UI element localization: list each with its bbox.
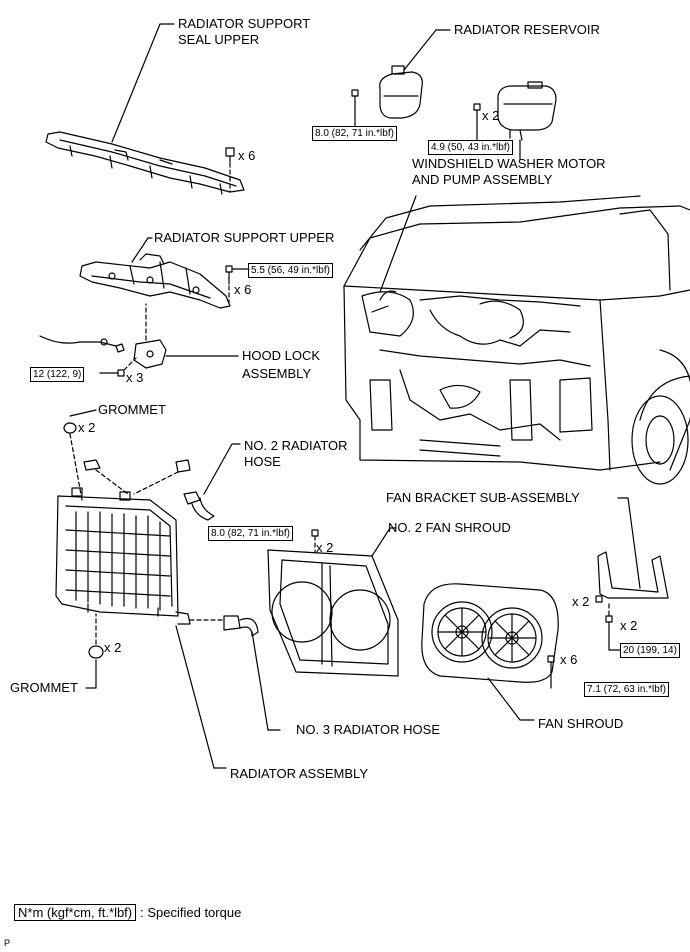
label-hood-lock-line1: HOOD LOCK [242, 348, 321, 363]
label-washer-line2: AND PUMP ASSEMBLY [412, 172, 553, 187]
torque-no2-shroud-bolt: 8.0 (82, 71 in.*lbf) [208, 526, 293, 541]
vehicle-front [343, 195, 690, 485]
fan-shroud [421, 583, 559, 683]
torque-fan-bracket-bolt: 20 (199, 14) [620, 643, 680, 658]
corner-mark: P [4, 938, 11, 948]
no3-radiator-hose [223, 615, 259, 637]
qty-bracket-nuts: x 2 [572, 594, 590, 609]
label-fan-bracket: FAN BRACKET SUB-ASSEMBLY [386, 490, 580, 505]
fan-bracket-sub-assembly [597, 551, 669, 599]
label-no2-hose-line1: NO. 2 RADIATOR [244, 438, 348, 453]
hood-lock-cable [39, 335, 125, 353]
label-seal-upper-line2: SEAL UPPER [178, 32, 260, 47]
legend-unit-box: N*m (kgf*cm, ft.*lbf) [14, 904, 137, 921]
leader-seal-upper [111, 23, 161, 143]
grommet-bottom-part [88, 645, 104, 659]
label-hood-lock-line2: ASSEMBLY [242, 366, 312, 381]
hood-lock-assembly [133, 339, 167, 369]
label-radiator-assembly: RADIATOR ASSEMBLY [230, 766, 368, 781]
washer-reservoir [497, 81, 557, 141]
drain-plug [83, 459, 101, 471]
torque-washer-bolt: 4.9 (50, 43 in.*lbf) [428, 140, 513, 155]
label-no2-fan-shroud: NO. 2 FAN SHROUD [388, 520, 511, 535]
no2-fan-shroud [267, 549, 399, 677]
no2-radiator-hose [183, 491, 215, 521]
radiator-support-upper [79, 253, 231, 309]
qty-bracket-bolts: x 2 [620, 618, 638, 633]
qty-grommet-bottom: x 2 [104, 640, 122, 655]
qty-grommet-top: x 2 [78, 420, 96, 435]
fan-shroud-bolt [547, 655, 555, 663]
label-grommet-top: GROMMET [98, 402, 166, 417]
qty-support-bolts: x 6 [234, 282, 252, 297]
radiator-assembly [55, 487, 191, 625]
radiator-support-seal-upper [45, 131, 245, 195]
washer-bolt [473, 103, 481, 141]
label-seal-upper-line1: RADIATOR SUPPORT [178, 16, 311, 31]
support-bolt [225, 265, 233, 285]
qty-seal-clips: x 6 [238, 148, 256, 163]
torque-hood-lock-bolt: 12 (122, 9) [30, 367, 85, 382]
radiator-reservoir [379, 65, 423, 119]
label-fan-shroud: FAN SHROUD [538, 716, 624, 731]
torque-reservoir-bolt: 8.0 (82, 71 in.*lbf) [312, 126, 397, 141]
torque-legend: N*m (kgf*cm, ft.*lbf): Specified torque [14, 904, 241, 922]
torque-fan-shroud-bolt: 7.1 (72, 63 in.*lbf) [584, 682, 669, 697]
torque-support-upper-bolt: 5.5 (56, 49 in.*lbf) [248, 263, 333, 278]
qty-fan-shroud-bolts: x 6 [560, 652, 578, 667]
qty-no2-shroud-bolts: x 2 [316, 540, 334, 555]
clip [225, 147, 235, 163]
label-support-upper: RADIATOR SUPPORT UPPER [154, 230, 335, 245]
leader-washer [379, 195, 417, 293]
qty-hood-lock-bolts: x 3 [126, 370, 144, 385]
label-no3-hose: NO. 3 RADIATOR HOSE [296, 722, 440, 737]
label-no2-hose-line2: HOSE [244, 454, 281, 469]
qty-washer-bolts: x 2 [482, 108, 500, 123]
label-grommet-bottom: GROMMET [10, 680, 78, 695]
leader-radiator [175, 625, 215, 769]
reservoir-bolt [351, 89, 359, 109]
bracket-bolt [605, 615, 613, 633]
bracket-nut [595, 595, 603, 603]
hood-lock-bolt [117, 369, 125, 377]
legend-meaning: : Specified torque [140, 905, 242, 920]
shroud-bolt [311, 529, 319, 537]
hose-clip [175, 459, 191, 473]
label-radiator-reservoir: RADIATOR RESERVOIR [454, 22, 600, 37]
grommet-top-part [63, 422, 77, 434]
label-washer-line1: WINDSHIELD WASHER MOTOR [412, 156, 606, 171]
